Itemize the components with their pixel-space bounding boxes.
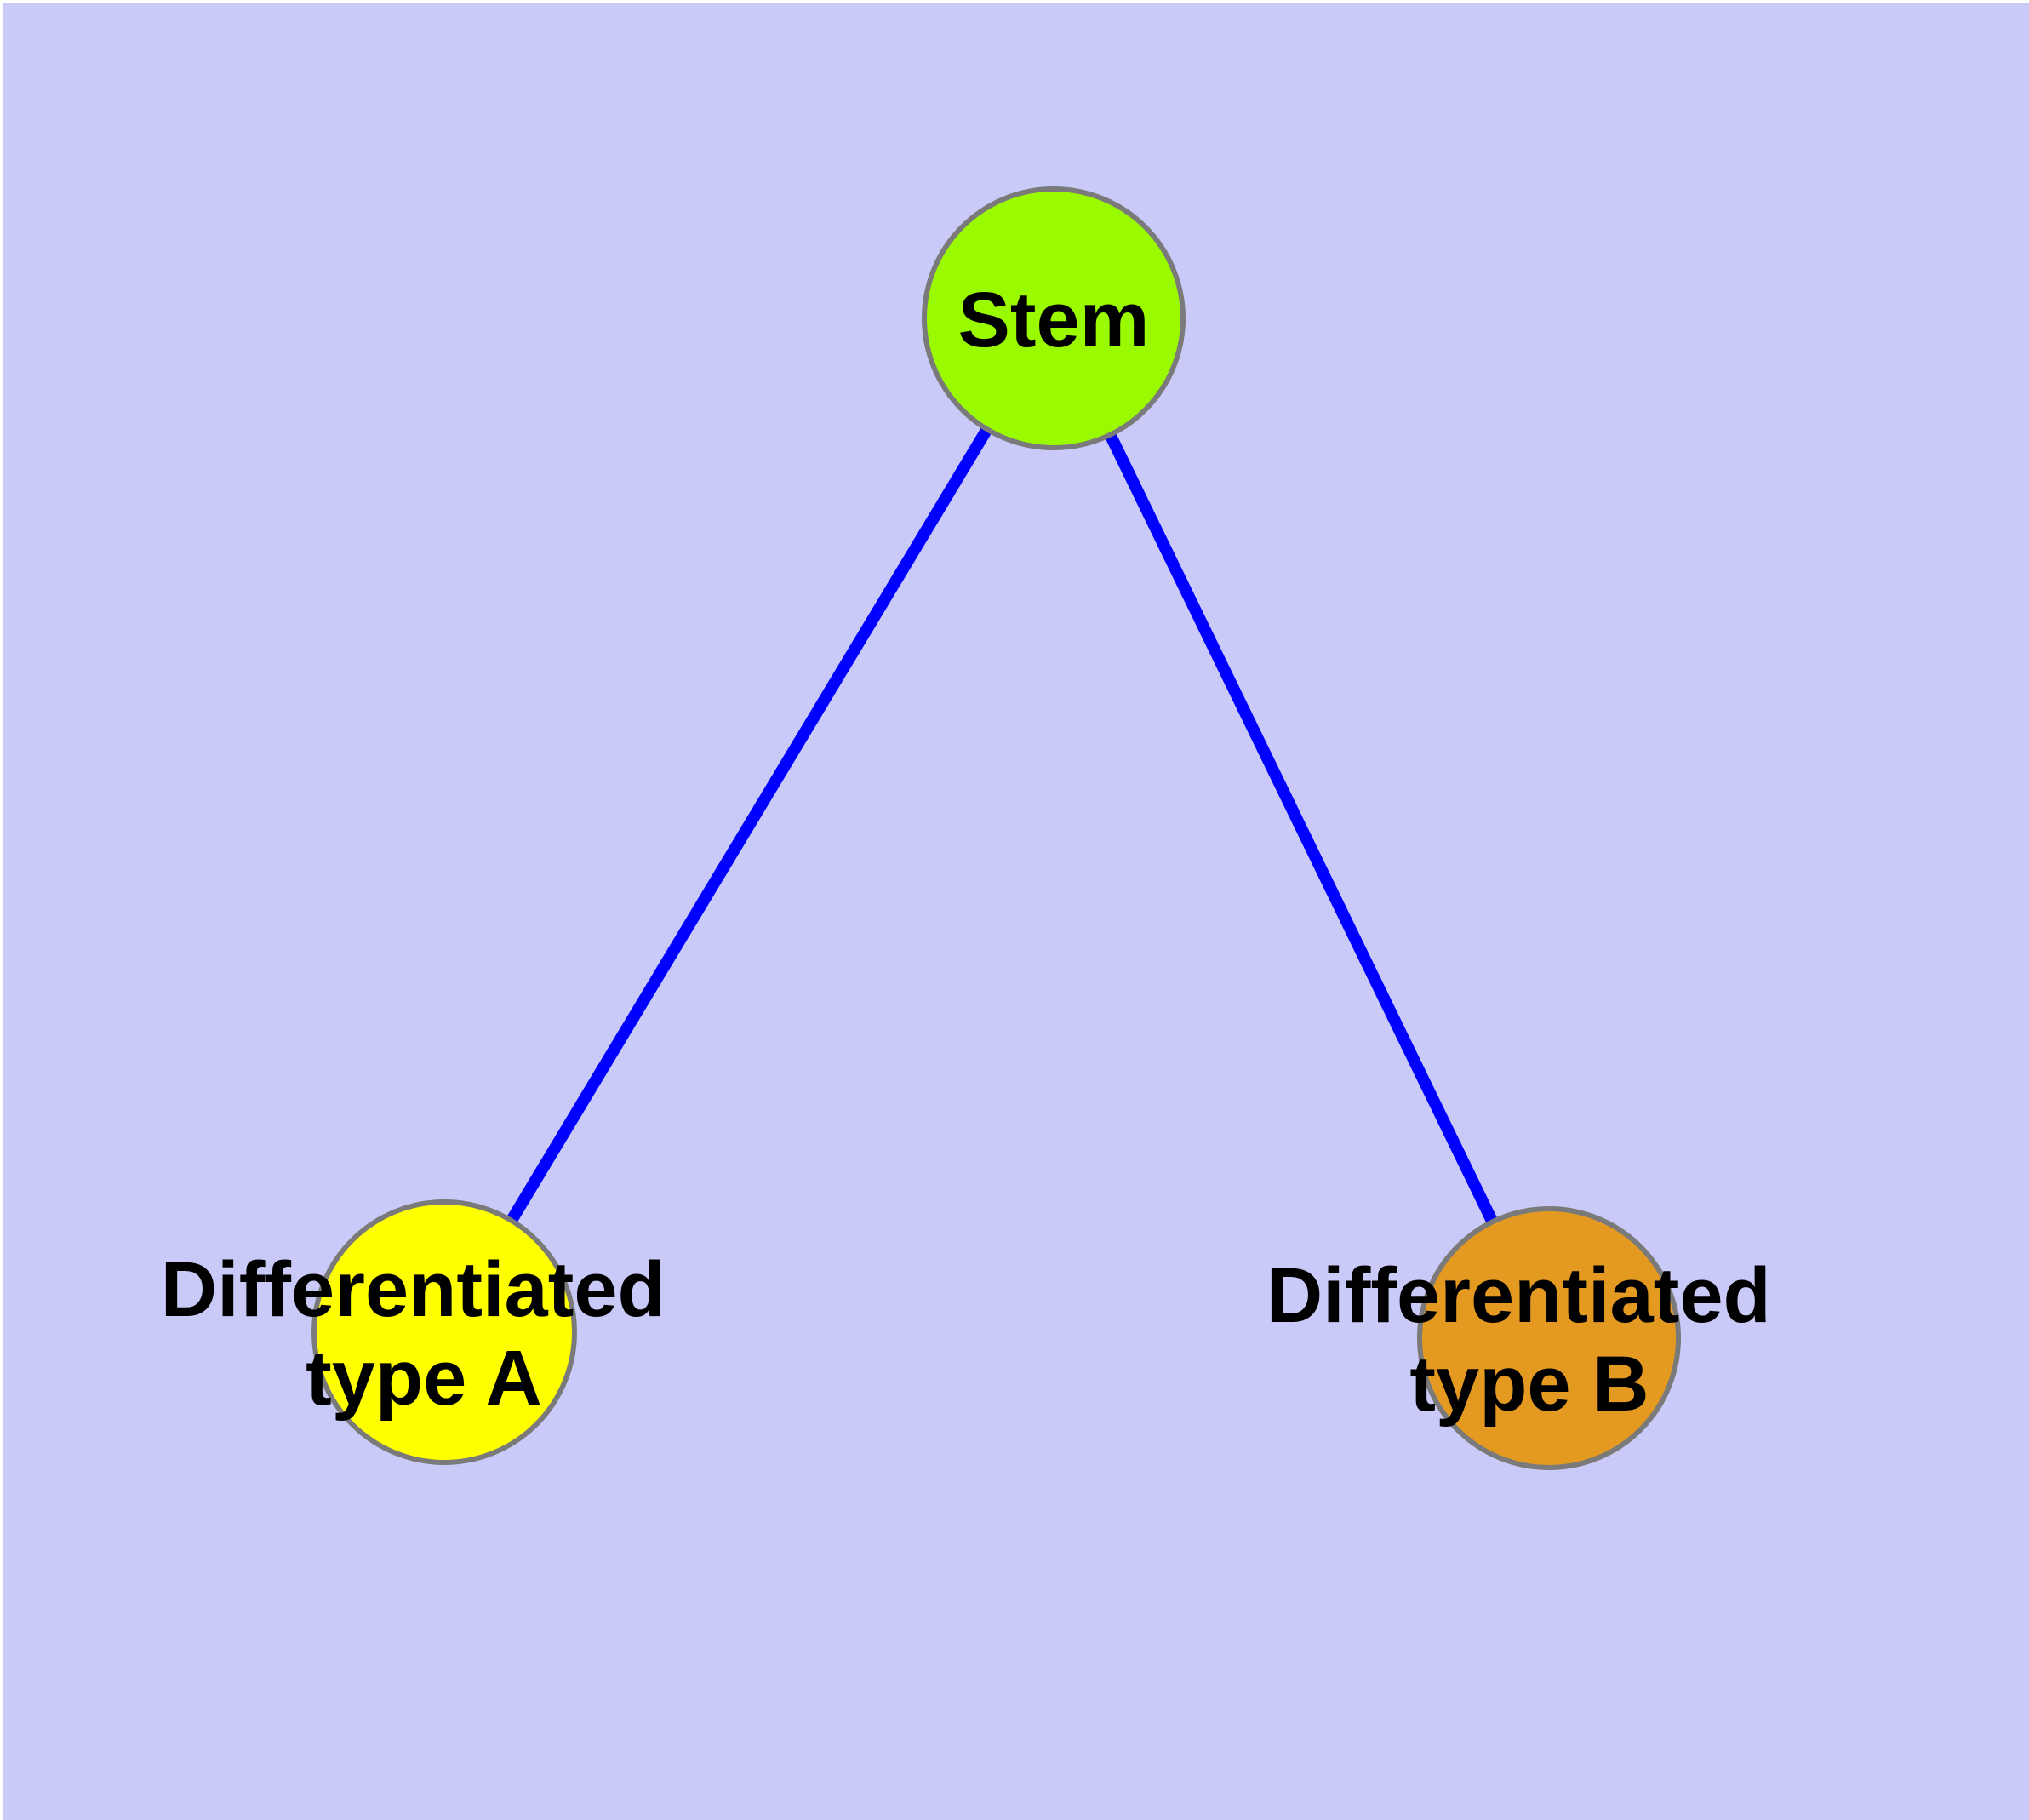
- type-a-label-line2: type A: [306, 1335, 542, 1422]
- type-a-label-line1: Differentiated: [161, 1246, 666, 1333]
- edge-stem-to-type-b: [1048, 315, 1555, 1342]
- edge-stem-to-type-a: [439, 315, 1059, 1336]
- stem-node: [922, 186, 1186, 450]
- type-b-label-line2: type B: [1409, 1341, 1649, 1428]
- type-b-label-line1: Differentiated: [1266, 1252, 1771, 1339]
- type-a-node: [311, 1199, 577, 1465]
- stem-node-label: Stem: [958, 277, 1150, 363]
- type-a-node-label: Differentiated type A: [161, 1246, 688, 1422]
- type-b-node: [1417, 1206, 1681, 1470]
- type-b-node-label: Differentiated type B: [1266, 1252, 1793, 1428]
